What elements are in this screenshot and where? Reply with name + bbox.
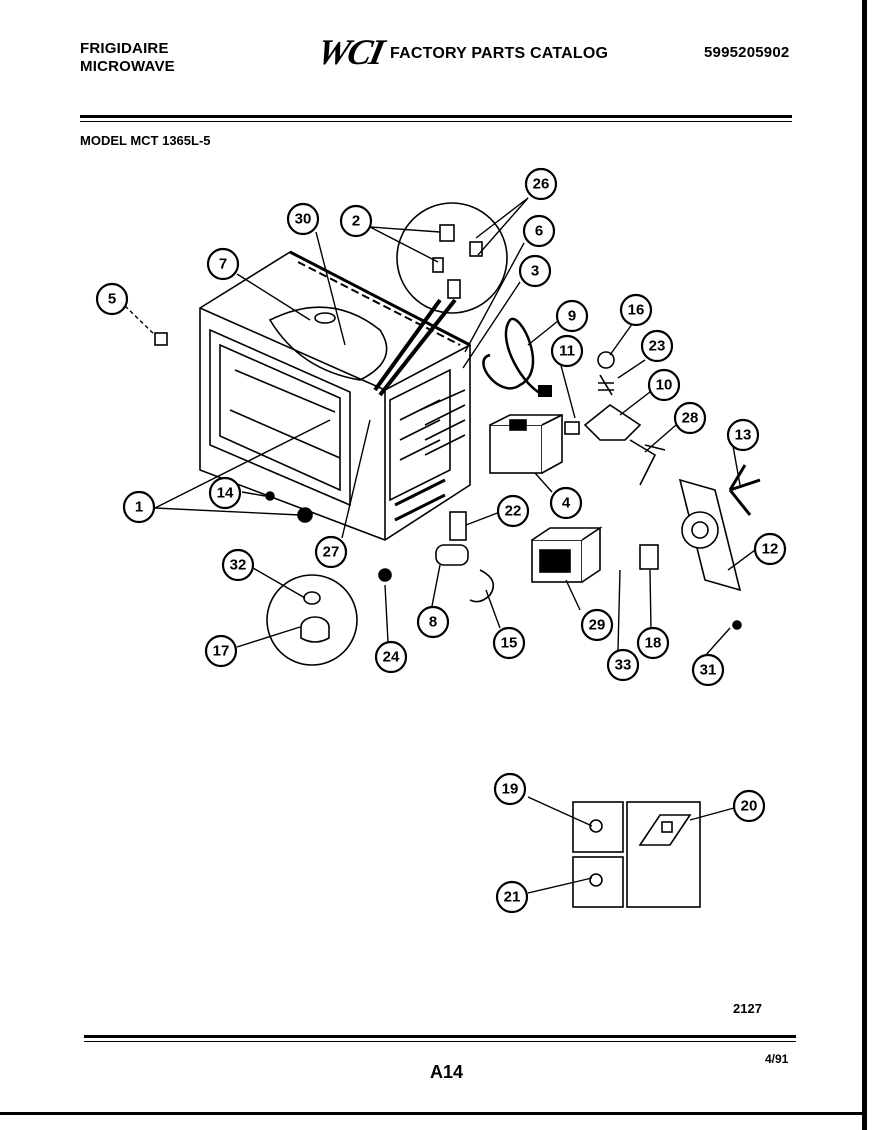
callout-label-23: 23 (649, 338, 666, 355)
callout-2: 2 (339, 204, 373, 238)
brand-line1: FRIGIDAIRE (80, 40, 169, 57)
callout-28: 28 (673, 401, 707, 435)
callout-19: 19 (493, 772, 527, 806)
catalog-number: 5995205902 (704, 44, 790, 61)
callout-24: 24 (374, 640, 408, 674)
transformer (531, 526, 603, 583)
callout-15: 15 (492, 626, 526, 660)
callout-18: 18 (636, 626, 670, 660)
small-parts (154, 332, 742, 630)
callout-21: 21 (495, 880, 529, 914)
page-number: A14 (430, 1062, 464, 1082)
callout-label-19: 19 (502, 781, 519, 798)
callout-23: 23 (640, 329, 674, 363)
drawing-code: 2127 (733, 1001, 762, 1016)
magnetron (489, 413, 563, 474)
vent-slots (419, 389, 466, 456)
thermal-inset-circle (266, 574, 358, 666)
leader-lines (124, 197, 756, 894)
callout-label-9: 9 (568, 308, 576, 325)
callout-9: 9 (555, 299, 589, 333)
inset-pointer (373, 298, 457, 397)
page-border-bottom (0, 1112, 867, 1115)
callout-label-4: 4 (562, 495, 571, 512)
callout-27: 27 (314, 535, 348, 569)
callout-label-21: 21 (504, 889, 521, 906)
callout-label-13: 13 (735, 427, 752, 444)
callout-12: 12 (753, 532, 787, 566)
brand-block: FRIGIDAIRE MICROWAVE (80, 40, 175, 76)
callout-label-7: 7 (219, 256, 227, 273)
callout-5: 5 (95, 282, 129, 316)
callout-label-10: 10 (656, 377, 673, 394)
callout-4: 4 (549, 486, 583, 520)
callout-6-upper: 6 (522, 214, 556, 248)
callout-label-18: 18 (645, 635, 662, 652)
callout-16: 16 (619, 293, 653, 327)
callout-13: 13 (726, 418, 760, 452)
header-rule (80, 115, 792, 118)
callout-14: 14 (208, 476, 242, 510)
callout-17: 17 (204, 634, 238, 668)
callout-10: 10 (647, 368, 681, 402)
callout-label-30: 30 (295, 211, 312, 228)
callout-label-11: 11 (559, 343, 575, 360)
callout-29: 29 (580, 608, 614, 642)
power-cord (482, 317, 546, 397)
catalog-title: FACTORY PARTS CATALOG (390, 45, 609, 62)
callout-label-28: 28 (682, 410, 699, 427)
fan-assembly (639, 464, 761, 592)
callout-3: 3 (518, 254, 552, 288)
thermal-cutout (300, 591, 330, 643)
page-border-right (862, 0, 867, 1130)
callout-33: 33 (606, 648, 640, 682)
callout-20: 20 (732, 789, 766, 823)
callout-label-20: 20 (741, 798, 758, 815)
callout-22: 22 (496, 494, 530, 528)
footer-rule (84, 1035, 796, 1038)
callout-32: 32 (221, 548, 255, 582)
model-label: MODEL MCT 1365L-5 (80, 133, 211, 148)
callout-label-27: 27 (323, 544, 340, 561)
callout-label-8: 8 (429, 614, 437, 631)
inset-boxes (572, 801, 701, 908)
callout-31: 31 (691, 653, 725, 687)
waveguide-cover (268, 306, 388, 381)
callout-label-1: 1 (135, 499, 143, 516)
header-rule-thin (80, 121, 792, 122)
callout-1: 1 (122, 490, 156, 524)
callout-label-24: 24 (383, 649, 400, 666)
callout-8: 8 (416, 605, 450, 639)
callout-label-12: 12 (762, 541, 779, 558)
callout-label-6-upper: 6 (535, 223, 543, 240)
callout-label-2: 2 (352, 213, 360, 230)
callout-label-26: 26 (533, 176, 550, 193)
callout-label-17: 17 (213, 643, 230, 660)
callout-26: 26 (524, 167, 558, 201)
plug (538, 385, 552, 397)
callout-label-31: 31 (700, 662, 717, 679)
capacitor (435, 511, 495, 603)
callout-label-16: 16 (628, 302, 645, 319)
footer-rule-thin (84, 1041, 796, 1042)
side-panel (389, 368, 451, 502)
revision-date: 4/91 (765, 1052, 789, 1066)
callout-30: 30 (286, 202, 320, 236)
callout-label-29: 29 (589, 617, 606, 634)
callout-label-15: 15 (501, 635, 518, 652)
callout-7: 7 (206, 247, 240, 281)
switch-detail (432, 224, 483, 299)
callout-label-32: 32 (230, 557, 247, 574)
detail-inset-circle (396, 202, 508, 314)
callout-label-14: 14 (217, 485, 234, 502)
brand-line2: MICROWAVE (80, 58, 175, 75)
callout-label-5: 5 (108, 291, 116, 308)
catalog-header: WCI FACTORY PARTS CATALOG (314, 32, 609, 72)
callout-11: 11 (550, 334, 584, 368)
callout-label-22: 22 (505, 503, 522, 520)
callout-label-3: 3 (531, 263, 539, 280)
callout-label-33: 33 (615, 657, 632, 674)
